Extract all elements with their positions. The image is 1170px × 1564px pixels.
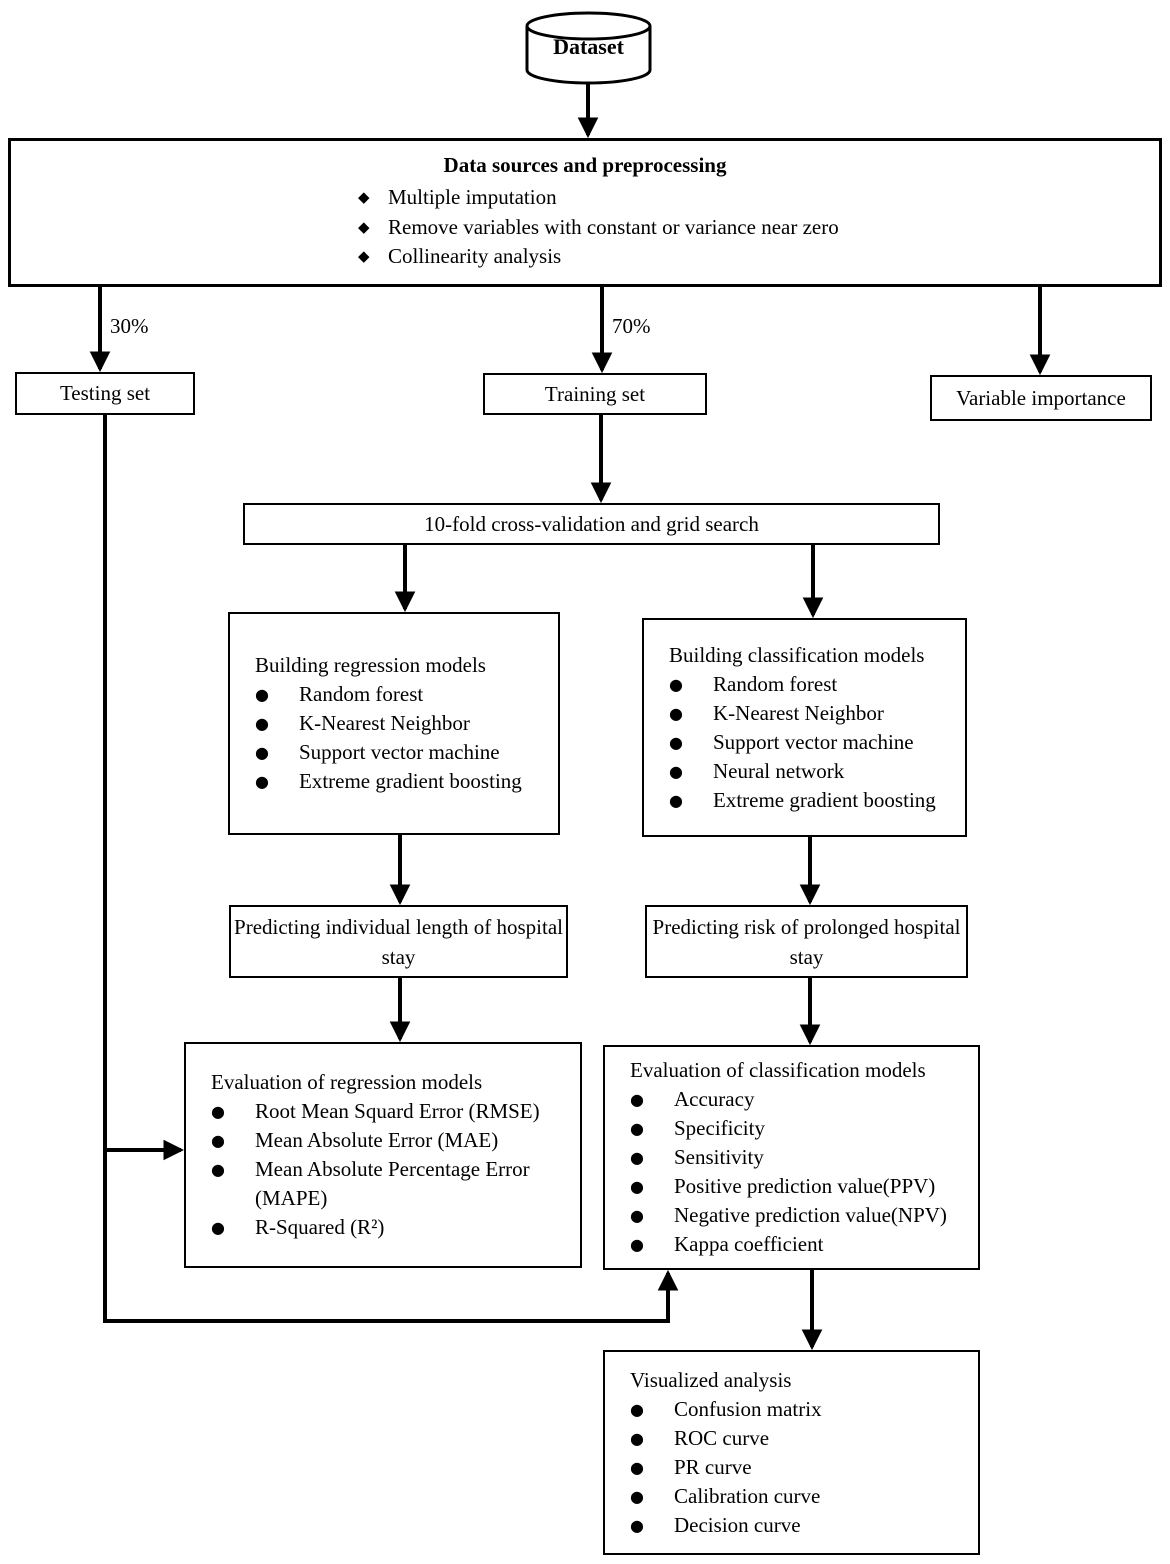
training-set-label: Training set [544,381,646,406]
list-item: ● Neural network [669,757,957,786]
list-item: ● K-Nearest Neighbor [669,699,957,728]
list-item: ● Extreme gradient boosting [669,786,957,815]
connector-testing-to-eval-classification [103,415,679,1323]
dot-bullet-icon: ● [211,1218,225,1237]
list-item: ● Specificity [630,1114,970,1143]
dot-bullet-icon: ● [211,1102,225,1121]
list-item: ◆ Collinearity analysis [358,242,1159,272]
list-item: ● PR curve [630,1453,970,1482]
eval-classification-box: Evaluation of classification models ● Ac… [603,1045,980,1270]
dot-bullet-icon: ● [630,1119,644,1138]
list-item: ◆ Multiple imputation [358,183,1159,213]
dot-bullet-icon: ● [630,1515,644,1535]
list-item: ● Random forest [669,670,957,699]
list-item: ● Calibration curve [630,1482,970,1511]
list-item: ● K-Nearest Neighbor [255,709,550,738]
list-item: ● Support vector machine [669,728,957,757]
cross-validation-box: 10-fold cross-validation and grid search [243,503,940,545]
diamond-bullet-icon: ◆ [358,217,370,236]
list-item: ● Sensitivity [630,1143,970,1172]
dot-bullet-icon: ● [669,674,683,694]
list-item: ● R-Squared (R²) [211,1213,572,1242]
dataset-cylinder [525,11,652,85]
dot-bullet-icon: ● [255,743,269,762]
dot-bullet-icon: ● [630,1148,644,1167]
list-item: ● Mean Absolute Error (MAE) [211,1126,572,1155]
list-item: ● Mean Absolute Percentage Error (MAPE) [211,1155,572,1213]
visualized-analysis-box: Visualized analysis ● Confusion matrix ●… [603,1350,980,1555]
dot-bullet-icon: ● [255,685,269,704]
predict-los-box: Predicting individual length of hospital… [229,905,568,978]
predict-los-label: Predicting individual length of hospital… [234,914,563,969]
preprocessing-box: Data sources and preprocessing ◆ Multipl… [8,138,1162,287]
list-item: ● Root Mean Squard Error (RMSE) [211,1097,572,1126]
regression-models-title: Building regression models [255,653,486,677]
dot-bullet-icon: ● [211,1131,225,1150]
dot-bullet-icon: ● [630,1486,644,1506]
list-item: ● Confusion matrix [630,1395,970,1424]
dot-bullet-icon: ● [630,1235,644,1254]
dot-bullet-icon: ● [669,761,683,781]
dot-bullet-icon: ● [630,1457,644,1477]
dot-bullet-icon: ● [630,1177,644,1196]
list-item: ● Random forest [255,680,550,709]
testing-set-box: Testing set [15,372,195,415]
dot-bullet-icon: ● [255,714,269,733]
list-item: ● ROC curve [630,1424,970,1453]
cross-validation-label: 10-fold cross-validation and grid search [424,511,759,536]
dot-bullet-icon: ● [630,1428,644,1448]
dot-bullet-icon: ● [630,1399,644,1419]
testing-split-label: 30% [110,314,149,338]
testing-set-label: Testing set [59,381,151,405]
dot-bullet-icon: ● [630,1206,644,1225]
list-item: ● Positive prediction value(PPV) [630,1172,970,1201]
dot-bullet-icon: ● [669,790,683,810]
dot-bullet-icon: ● [669,703,683,723]
list-item: ◆ Remove variables with constant or vari… [358,213,1159,243]
predict-risk-box: Predicting risk of prolonged hospital st… [645,905,968,978]
preprocessing-title: Data sources and preprocessing [443,153,727,177]
eval-regression-box: Evaluation of regression models ● Root M… [184,1042,582,1268]
variable-importance-label: Variable importance [956,385,1126,410]
dot-bullet-icon: ● [630,1090,644,1109]
regression-models-box: Building regression models ● Random fore… [228,612,560,835]
diamond-bullet-icon: ◆ [358,188,370,206]
list-item: ● Accuracy [630,1085,970,1114]
classification-models-box: Building classification models ● Random … [642,618,967,837]
list-item: ● Negative prediction value(NPV) [630,1201,970,1230]
dataset-label: Dataset [553,34,624,59]
dot-bullet-icon: ● [211,1160,225,1179]
list-item: ● Kappa coefficient [630,1230,970,1259]
preprocessing-list: ◆ Multiple imputation ◆ Remove variables… [358,183,1159,272]
dot-bullet-icon: ● [669,732,683,752]
diamond-bullet-icon: ◆ [358,247,370,265]
training-set-box: Training set [483,373,707,415]
variable-importance-box: Variable importance [930,375,1152,421]
visualized-analysis-title: Visualized analysis [630,1367,792,1392]
list-item: ● Extreme gradient boosting [255,767,550,796]
eval-classification-title: Evaluation of classification models [630,1058,926,1082]
list-item: ● Decision curve [630,1511,970,1540]
classification-models-title: Building classification models [669,642,925,667]
training-split-label: 70% [612,314,651,338]
eval-regression-title: Evaluation of regression models [211,1070,483,1094]
list-item: ● Support vector machine [255,738,550,767]
predict-risk-label: Predicting risk of prolonged hospital st… [652,914,961,969]
dot-bullet-icon: ● [255,772,269,791]
